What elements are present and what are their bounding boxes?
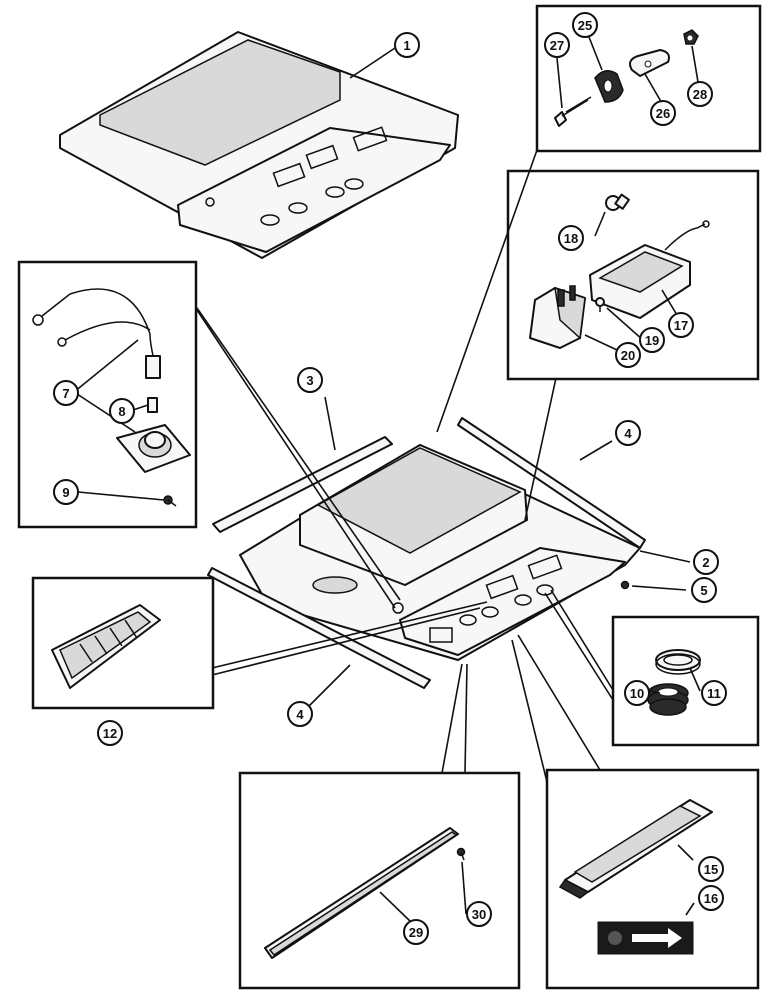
callout-c4a: 4: [615, 420, 641, 446]
callout-c3: 3: [297, 367, 323, 393]
bracket-part-26: [629, 49, 670, 77]
callout-number: 18: [564, 231, 578, 246]
trim-strip-part-4-left: [207, 567, 431, 689]
callout-c15: 15: [698, 856, 724, 882]
callout-number: 7: [62, 386, 69, 401]
socket-part-20: [529, 285, 586, 349]
trim-strip-part-3: [212, 436, 393, 533]
callout-c28: 28: [687, 81, 713, 107]
callout-number: 1: [403, 38, 410, 53]
screw-part-5: [620, 580, 630, 590]
callout-number: 5: [700, 583, 707, 598]
top-panel-part-2: [239, 444, 641, 661]
top-panel-part-1: [59, 31, 459, 259]
callout-number: 11: [707, 686, 721, 701]
callout-c12: 12: [97, 720, 123, 746]
screw-part-30: [456, 847, 466, 861]
callout-number: 12: [103, 726, 117, 741]
callout-c1: 1: [394, 32, 420, 58]
callout-number: 20: [621, 348, 635, 363]
callout-number: 9: [62, 485, 69, 500]
nut-part-28: [683, 29, 699, 45]
callout-number: 2: [702, 555, 709, 570]
callout-c9: 9: [53, 479, 79, 505]
label-part-16: [597, 921, 694, 955]
grommet-part-10: [647, 683, 689, 716]
grommet-part-8: [147, 397, 158, 413]
callout-c20: 20: [615, 342, 641, 368]
bulb-part-18: [605, 193, 630, 211]
callout-number: 4: [296, 707, 304, 722]
callout-c2: 2: [693, 549, 719, 575]
callout-c8: 8: [109, 398, 135, 424]
box-parts-10-11: [611, 615, 760, 747]
callout-c26: 26: [650, 100, 676, 126]
callout-c18: 18: [558, 225, 584, 251]
callout-c17: 17: [668, 312, 694, 338]
callout-number: 19: [645, 333, 659, 348]
callout-number: 4: [624, 426, 632, 441]
trim-strip-part-4-right: [457, 417, 646, 549]
callout-c4b: 4: [287, 701, 313, 727]
callout-c16: 16: [698, 885, 724, 911]
screw-part-19: [595, 297, 605, 312]
callout-number: 28: [693, 87, 707, 102]
ring-part-11: [655, 649, 701, 675]
vent-part-15: [558, 799, 713, 899]
clip-part-25: [594, 70, 624, 103]
callout-number: 3: [306, 373, 313, 388]
callout-number: 17: [674, 318, 688, 333]
receptacle-part-7: [116, 424, 191, 473]
callout-number: 10: [630, 686, 644, 701]
callout-c29: 29: [403, 919, 429, 945]
screw-part-9: [163, 495, 177, 507]
callout-number: 26: [656, 106, 670, 121]
light-cover-part-17: [589, 220, 710, 319]
callout-c25: 25: [572, 12, 598, 38]
vent-grille-part-12: [51, 604, 161, 689]
leader-lines: [73, 36, 701, 923]
callout-number: 8: [118, 404, 125, 419]
callout-c19: 19: [639, 327, 665, 353]
callout-number: 30: [472, 907, 486, 922]
wire-harness-part-7: [32, 288, 161, 379]
callout-c11: 11: [701, 680, 727, 706]
callout-number: 25: [578, 18, 592, 33]
callout-number: 29: [409, 925, 423, 940]
callout-c5: 5: [691, 577, 717, 603]
callout-c10: 10: [624, 680, 650, 706]
callout-number: 15: [704, 862, 718, 877]
box-parts-7-9: [17, 260, 198, 529]
callout-number: 16: [704, 891, 718, 906]
bolt-part-27: [554, 96, 592, 127]
callout-c27: 27: [544, 32, 570, 58]
trim-strip-part-29: [264, 827, 459, 959]
callout-number: 27: [550, 38, 564, 53]
callout-c30: 30: [466, 901, 492, 927]
callout-c7: 7: [53, 380, 79, 406]
